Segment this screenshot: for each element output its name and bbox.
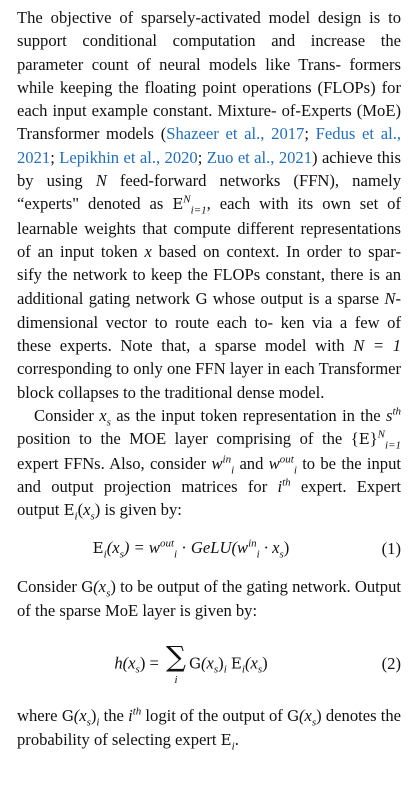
math-x: x <box>99 406 107 426</box>
text: layer in each Transformer block collapse… <box>17 359 401 402</box>
text: ken via a few of these experts. Note tha… <box>17 312 401 356</box>
text: -dimensional vector to route each to- <box>17 288 401 332</box>
equation-1-body: Ei(xs) = wouti · GeLU(wini · xs) <box>92 537 290 561</box>
text: whose output <box>207 288 303 308</box>
text: is to support conditional computation an… <box>17 8 401 51</box>
equation-1: Ei(xs) = wouti · GeLU(wini · xs) (1) <box>17 529 401 569</box>
text: corresponding to only one FFN <box>17 359 226 379</box>
text: the parameter count of neural models lik… <box>17 31 401 74</box>
math-n-equals-1: N = 1 <box>353 336 401 356</box>
math-sup: N <box>183 193 191 206</box>
paragraph-expert-definition: Consider xs as the input token represent… <box>17 405 402 523</box>
text: based on context. In order to spar- <box>151 241 401 261</box>
paper-text-column: The objective of sparsely-activated mode… <box>17 6 401 753</box>
paragraph-moe-intro: The objective of sparsely-activated mode… <box>17 8 401 402</box>
math-expert-set: E <box>172 195 184 214</box>
text: ) achieve this by using <box>17 147 401 191</box>
text: formers while keeping the floating point… <box>17 54 401 97</box>
equation-1-number: (1) <box>381 538 401 558</box>
paragraph-gating: Consider G(xs) to be output of the gatin… <box>17 576 401 620</box>
math-n: N <box>384 288 396 308</box>
text: an input token <box>37 241 145 261</box>
citation-lepikhin[interactable]: Lepikhin et al., 2020 <box>59 147 198 167</box>
citation-fedus[interactable]: Fedus et al., 2021 <box>17 124 401 167</box>
paragraph-probability: where G(xs)i the ith logit of the output… <box>17 705 401 753</box>
text: is a sparse <box>308 288 385 308</box>
text: The objective of sparsely-activated mode… <box>17 8 362 27</box>
text: , each with its own set of learnable <box>17 194 401 238</box>
equation-2-number: (2) <box>381 654 401 674</box>
citation-zuo[interactable]: Zuo et al., 2021 <box>206 147 313 167</box>
math-sub: i=1 <box>190 204 207 217</box>
text: denoted as <box>88 194 173 214</box>
text: (FLOPs) for each input example constant.… <box>17 77 401 121</box>
text: of-Experts (MoE) Transformer models ( <box>17 101 401 144</box>
text: traditional dense model. <box>164 382 325 402</box>
math-x: x <box>144 241 152 261</box>
summation: ∑i <box>166 639 186 686</box>
citation-shazeer[interactable]: Shazeer et al., 2017 <box>166 124 305 144</box>
text: feed-forward networks (FFN), namely “exp… <box>17 171 401 214</box>
math-gating: G <box>195 289 208 308</box>
text: sify the network to keep the FLOPs const… <box>17 265 364 285</box>
math-n: N <box>95 171 107 191</box>
text: is an additional gating network <box>17 265 401 308</box>
text: weights that compute different represent… <box>17 218 401 261</box>
text: model with <box>264 336 354 356</box>
